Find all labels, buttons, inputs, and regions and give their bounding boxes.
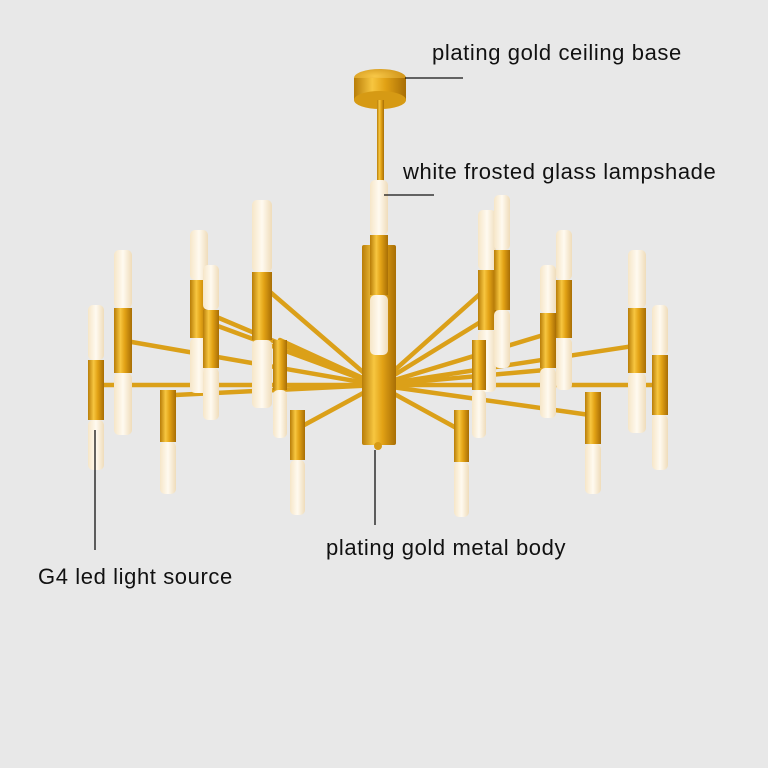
- ceiling-canopy: [354, 69, 406, 109]
- lamp-units: [88, 195, 668, 517]
- callout-lines: [94, 77, 463, 550]
- label-light-source: G4 led light source: [38, 564, 233, 589]
- central-body: [362, 180, 396, 450]
- label-ceiling-base: plating gold ceiling base: [432, 40, 682, 65]
- stem-rod: [377, 100, 384, 230]
- label-lampshade: white frosted glass lampshade: [403, 159, 717, 184]
- label-metal-body: plating gold metal body: [326, 535, 567, 560]
